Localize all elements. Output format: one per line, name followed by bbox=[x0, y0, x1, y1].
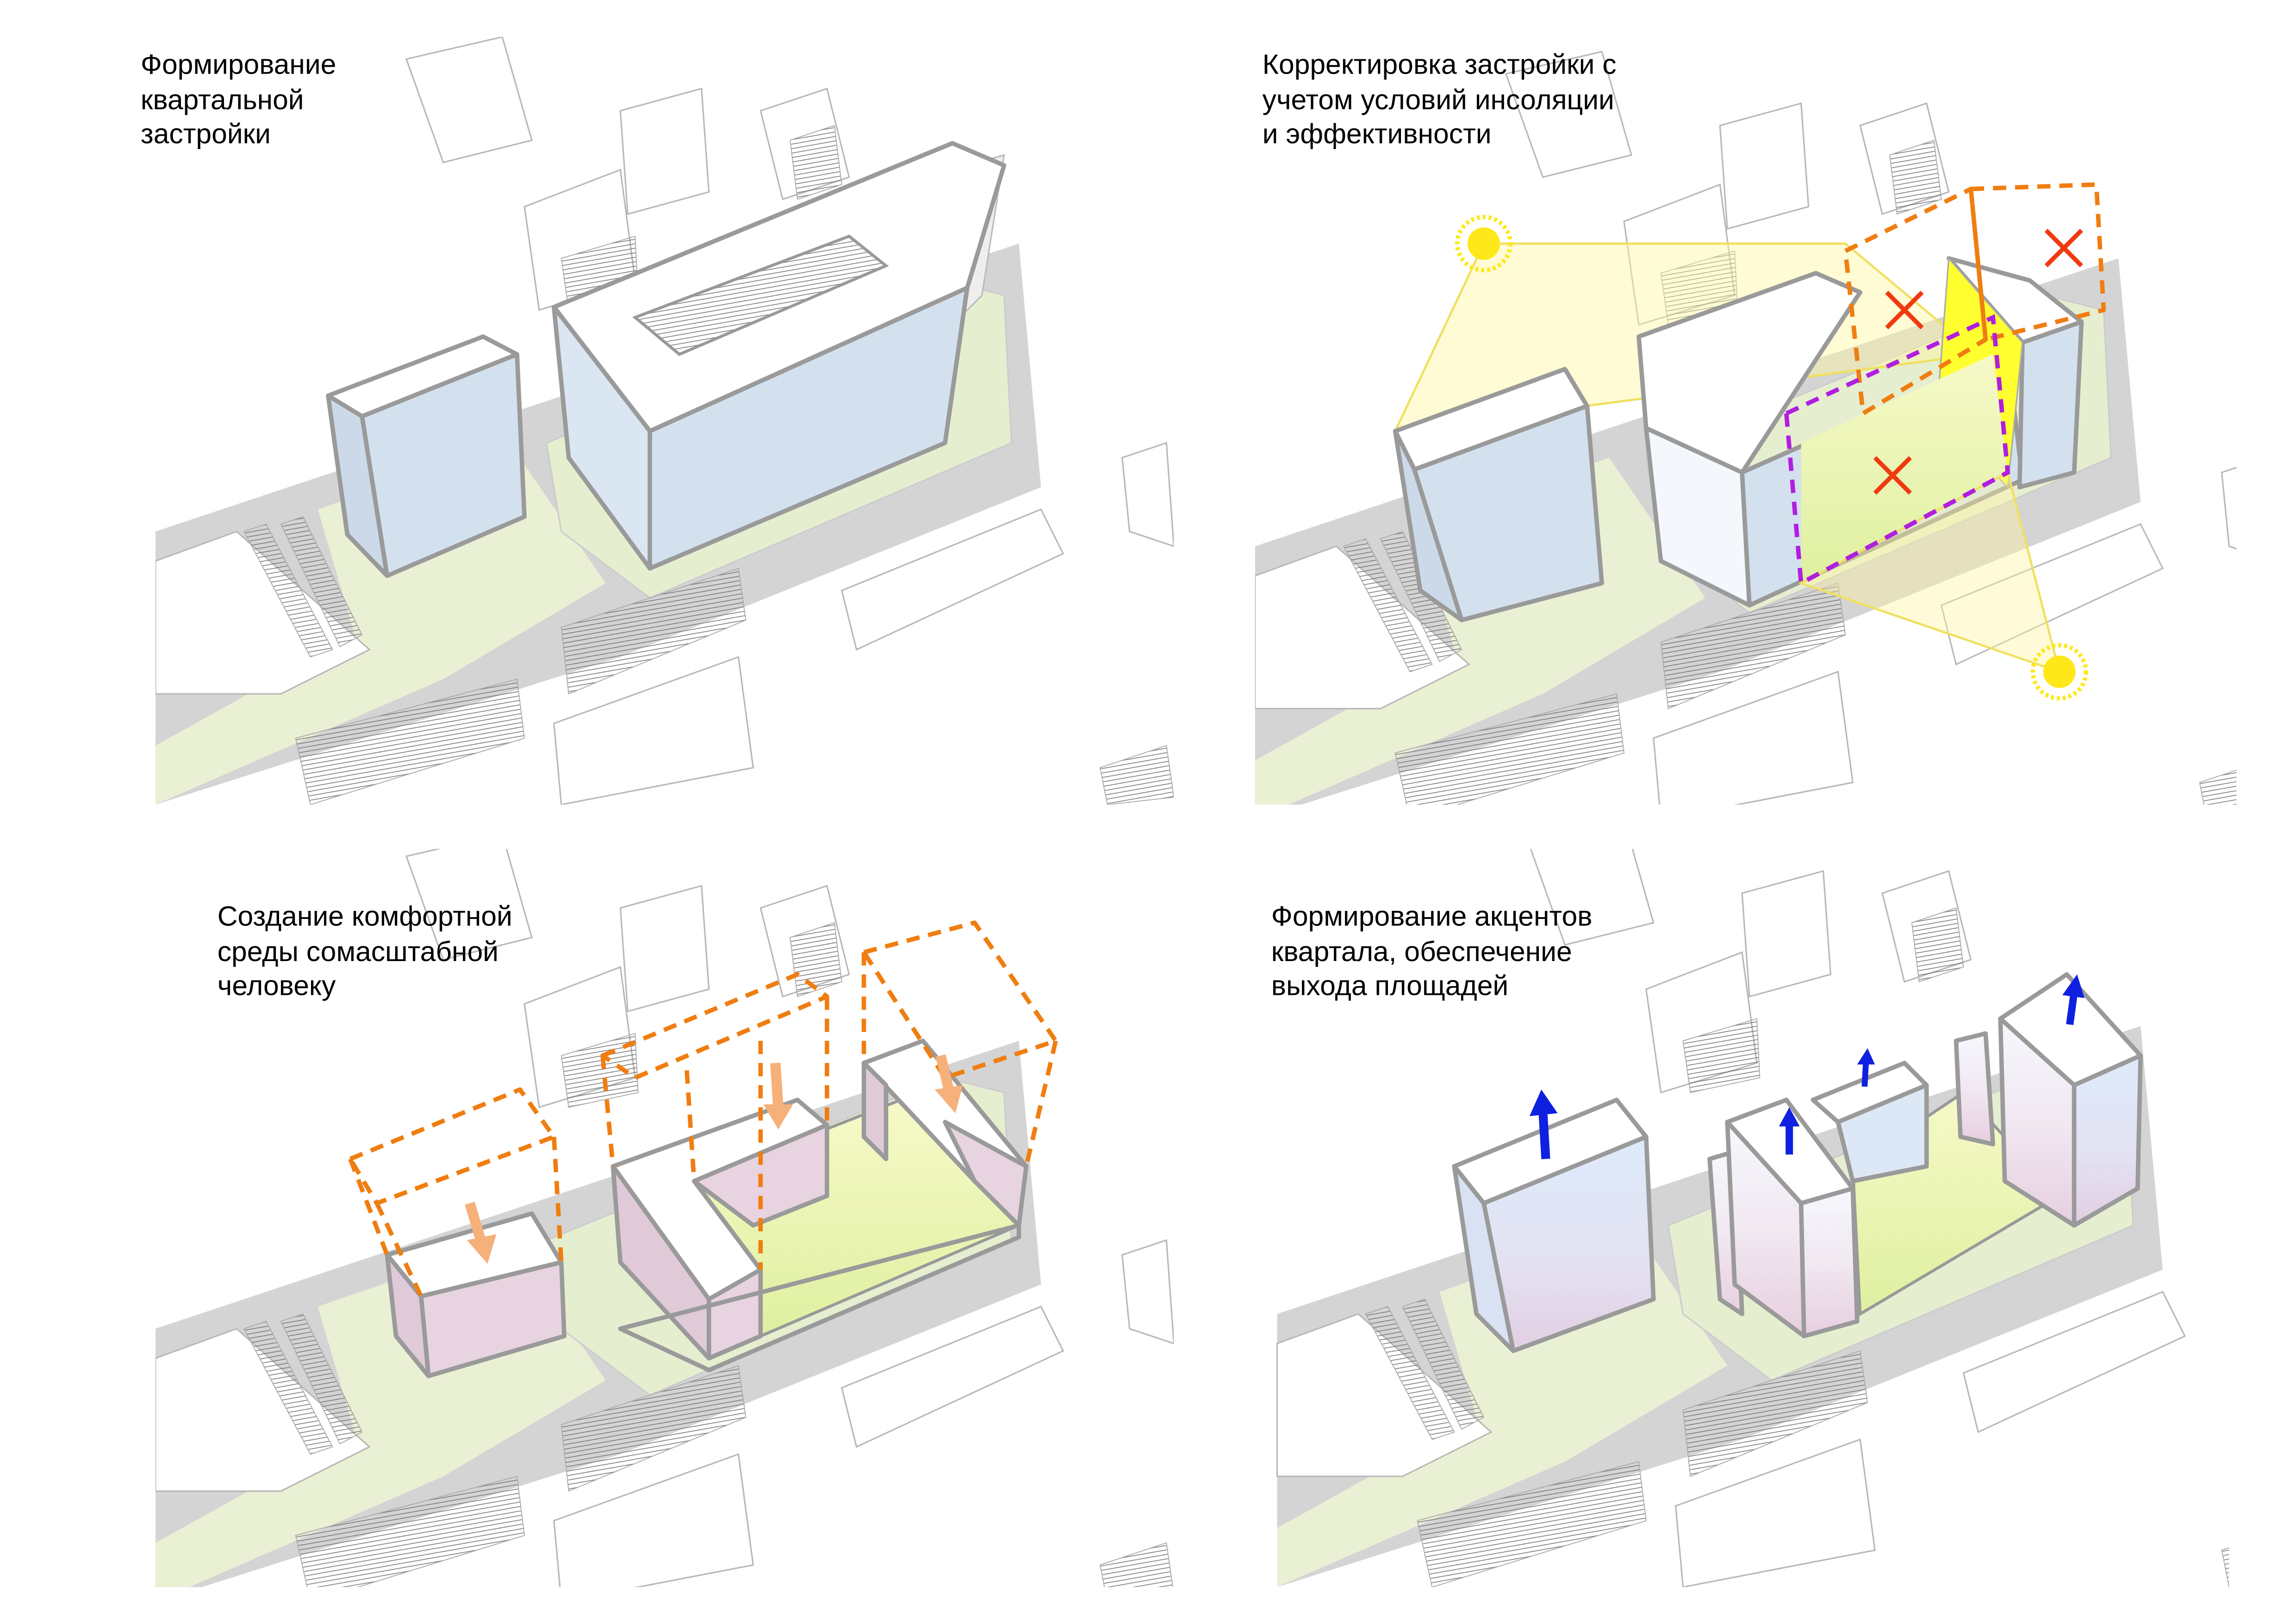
caption-line: квартала, обеспечение bbox=[1271, 936, 1572, 967]
caption-line: выхода площадей bbox=[1271, 969, 1509, 1001]
panel-insolation-correction: Корректировка застройки с учетом условий… bbox=[1255, 48, 2237, 805]
caption-line: Формирование акцентов bbox=[1271, 900, 1593, 932]
sun-icon bbox=[2030, 643, 2088, 701]
caption-line: Корректировка застройки с bbox=[1263, 48, 1617, 80]
down-arrow-icon bbox=[763, 1062, 793, 1130]
up-arrow-icon bbox=[1779, 1107, 1800, 1155]
caption-line: застройки bbox=[141, 118, 271, 149]
cross-icon bbox=[1873, 456, 1912, 495]
caption-line: и эффективности bbox=[1263, 118, 1492, 149]
cross-icon bbox=[1885, 291, 1924, 330]
up-arrow-icon bbox=[2062, 974, 2084, 1025]
caption-line: человеку bbox=[218, 969, 336, 1001]
caption-line: среды сомасштабной bbox=[218, 936, 498, 967]
caption-line: квартальной bbox=[141, 84, 304, 115]
cross-icon bbox=[2044, 229, 2083, 268]
sun-icon bbox=[1455, 215, 1513, 273]
down-arrow-icon bbox=[934, 1054, 963, 1113]
caption-line: Формирование bbox=[141, 48, 336, 80]
panel-human-scale: Создание комфортной среды сомасштабной ч… bbox=[155, 849, 1174, 1587]
up-arrow-icon bbox=[1857, 1048, 1875, 1087]
caption-line: Создание комфортной bbox=[218, 900, 512, 932]
up-arrow-icon bbox=[1529, 1089, 1558, 1160]
caption-line: учетом условий инсоляции bbox=[1263, 84, 1614, 115]
panel-quarter-formation: Формирование квартальной застройки bbox=[141, 37, 1174, 805]
down-arrow-icon bbox=[465, 1201, 497, 1264]
panel-accents: Формирование акцентов квартала, обеспече… bbox=[1271, 849, 2229, 1587]
